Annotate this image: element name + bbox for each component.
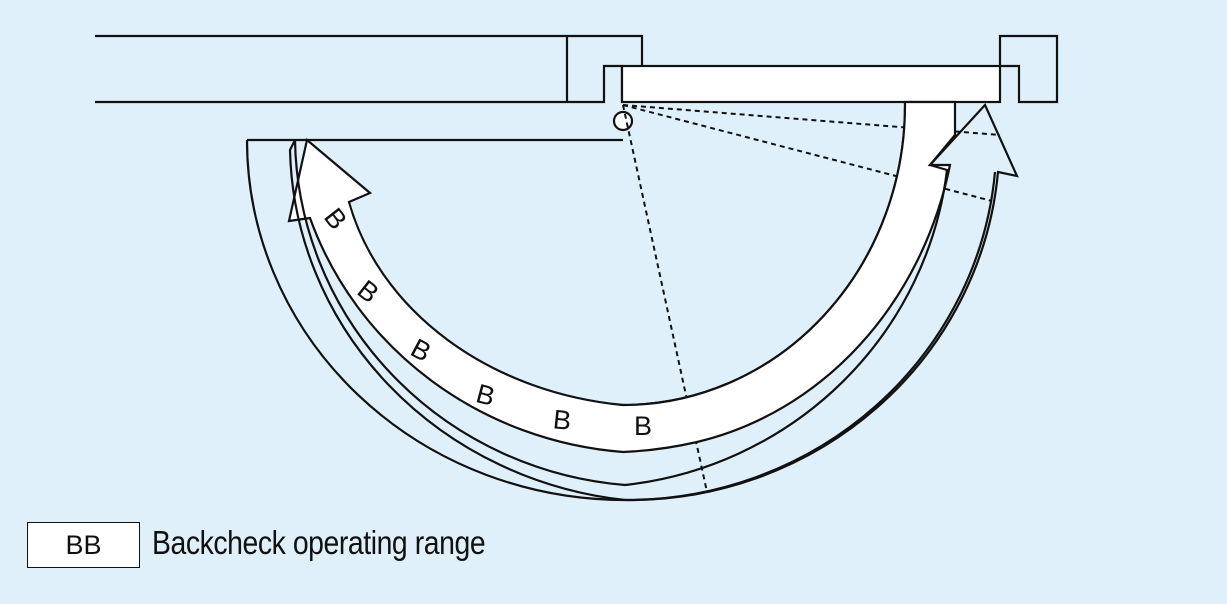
wall-frame-right — [998, 34, 1059, 104]
door-leaf — [620, 64, 1002, 104]
arc-letter: B — [552, 404, 573, 436]
hinge-pivot — [612, 110, 634, 132]
legend-label: Backcheck operating range — [152, 524, 486, 561]
swing-arrow-open — [287, 100, 957, 454]
swing-arrow-close — [288, 103, 1019, 502]
wall-frame-left — [95, 34, 644, 104]
legend-symbol: BB — [27, 522, 140, 568]
arc-letter: B — [634, 411, 652, 441]
